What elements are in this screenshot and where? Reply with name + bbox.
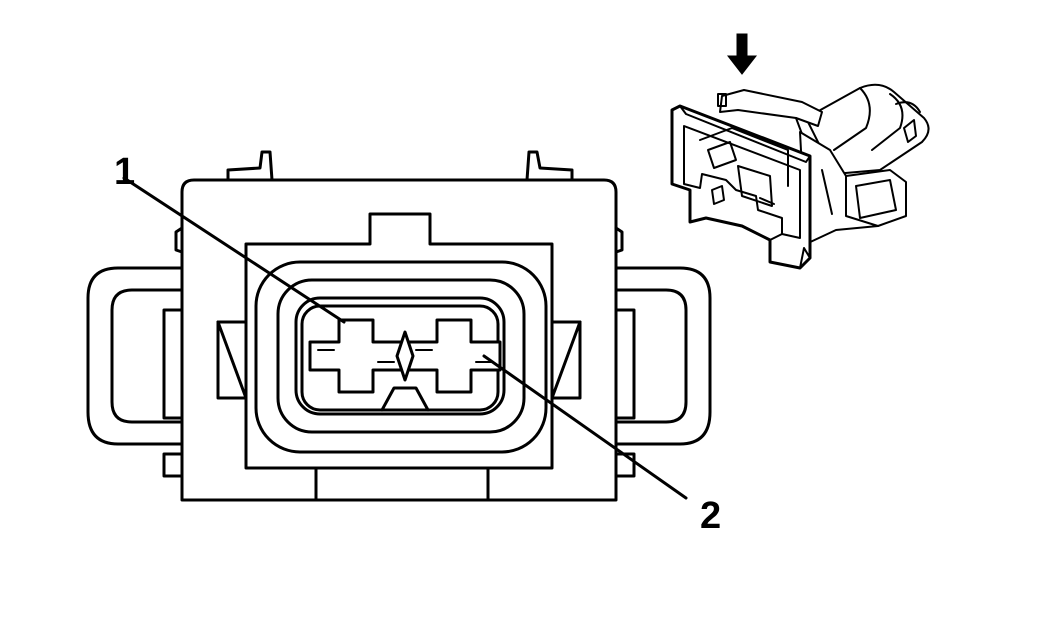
front-frame-opening [683, 125, 801, 239]
callout-1: 1 [114, 151, 346, 324]
terminal-pin-1 [308, 318, 404, 394]
housing-panel [244, 212, 554, 470]
latch-arm [719, 89, 823, 127]
terminals-group [308, 318, 502, 394]
connector-perspective-inset [670, 33, 930, 270]
down-arrow-icon [726, 33, 758, 75]
terminal-pin-2-detail [415, 349, 493, 363]
body-side [799, 131, 907, 245]
center-key [395, 330, 415, 382]
housing-outer [180, 178, 618, 502]
callout-1-leader [122, 176, 346, 324]
terminal-pin-1-detail [317, 349, 395, 363]
callout-2: 2 [482, 354, 721, 537]
polarization-key [380, 386, 430, 412]
socket-inner [294, 296, 506, 416]
socket-outer [254, 260, 548, 454]
callout-2-label: 2 [700, 495, 721, 537]
top-tab-right [525, 150, 574, 182]
right-latch [614, 226, 712, 478]
top-tab-left [226, 150, 274, 182]
callout-2-leader [482, 354, 688, 500]
callout-1-label: 1 [114, 151, 135, 193]
rear-boot [805, 83, 930, 175]
left-latch [86, 226, 184, 478]
socket-mid [276, 278, 526, 434]
